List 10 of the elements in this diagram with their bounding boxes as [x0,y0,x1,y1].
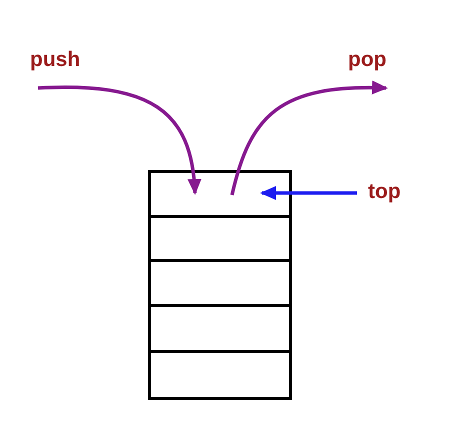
stack-cell [148,304,292,353]
arrow [230,80,388,196]
stack-cell [148,259,292,307]
stack-operation-label: top [368,178,401,206]
arrow [38,86,201,195]
stack-operation-label: pop [348,46,386,74]
arrow [260,186,357,200]
stack-cell [148,350,292,400]
stack-operation-label: push [30,46,80,74]
stack-cell [148,215,292,262]
